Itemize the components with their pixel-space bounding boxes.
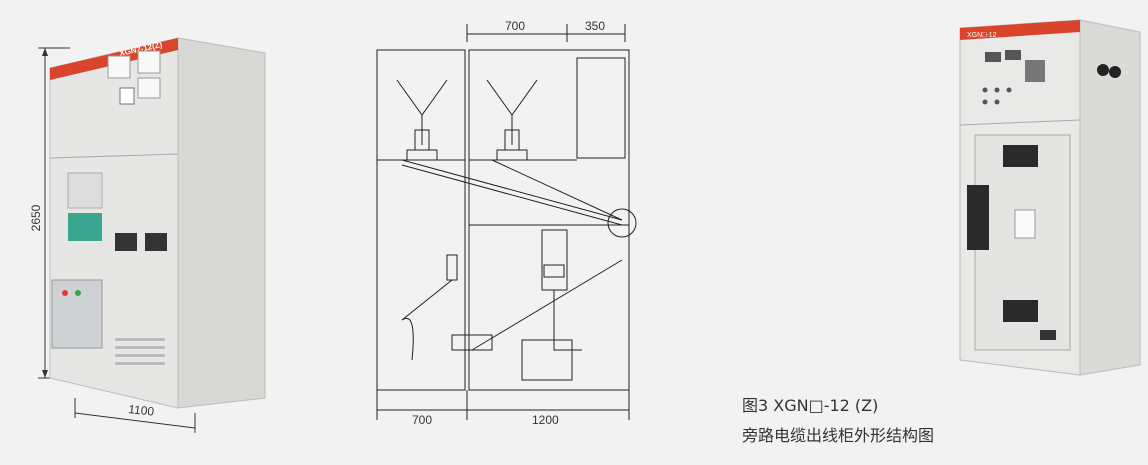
caption-line-2: 旁路电缆出线柜外形结构图 xyxy=(742,426,935,445)
top-dimension-350: 350 xyxy=(585,20,605,33)
height-dimension: 2650 xyxy=(29,204,43,231)
right-nameplate: XGN□-12 xyxy=(967,32,997,39)
bottom-dimension-1200: 1200 xyxy=(532,413,559,427)
width-dimension: 1100 xyxy=(128,402,155,419)
top-dimension-700: 700 xyxy=(505,20,525,33)
caption-line-1: 图3 XGN□-12 (Z) xyxy=(742,396,879,415)
right-cabinet-photo: XGN□-12 xyxy=(959,19,1141,376)
left-cabinet-photo: 2650 XGN2-12(Z) 1100 xyxy=(29,37,266,433)
bottom-dimension-700: 700 xyxy=(412,413,432,427)
center-line-drawing: 700 350 700 1200 xyxy=(376,20,637,427)
